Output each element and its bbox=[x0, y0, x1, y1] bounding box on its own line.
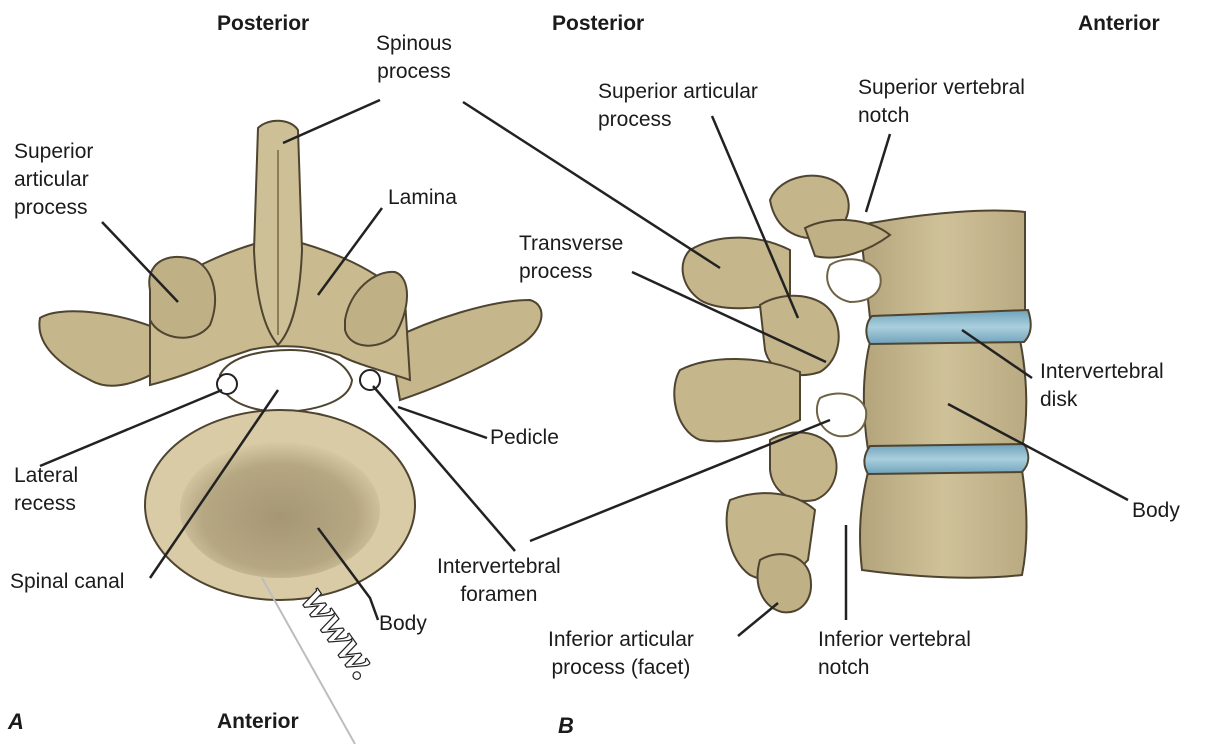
label-superior-vertebral-notch: Superior vertebral notch bbox=[858, 74, 1025, 130]
label-transverse-process: Transverse process bbox=[519, 230, 623, 286]
right-transverse-process bbox=[390, 300, 541, 400]
upper-intervertebral-disk bbox=[866, 310, 1030, 344]
left-superior-articular-process-shape bbox=[149, 257, 215, 338]
label-inferior-articular-process: Inferior articular process (facet) bbox=[548, 626, 694, 682]
panel-a-posterior-heading: Posterior bbox=[217, 10, 309, 38]
label-intervertebral-foramen: Intervertebral foramen bbox=[437, 553, 561, 609]
lower-intervertebral-disk bbox=[864, 444, 1028, 474]
upper-vertebral-body bbox=[860, 211, 1025, 319]
label-superior-articular-process-b: Superior articular process bbox=[598, 78, 758, 134]
panel-b-letter: B bbox=[558, 712, 574, 740]
label-inferior-vertebral-notch: Inferior vertebral notch bbox=[818, 626, 971, 682]
right-foramen-marker bbox=[360, 370, 380, 390]
panel-a-letter: A bbox=[8, 708, 24, 736]
label-superior-articular-process-a: Superior articular process bbox=[14, 138, 93, 222]
label-body-b: Body bbox=[1132, 497, 1180, 525]
label-spinal-canal: Spinal canal bbox=[10, 568, 124, 596]
panel-a-vertebra bbox=[39, 121, 541, 600]
lower-intervertebral-foramen bbox=[817, 394, 866, 437]
label-lateral-recess: Lateral recess bbox=[14, 462, 78, 518]
vertebral-body-center bbox=[180, 442, 380, 578]
panel-b-anterior-heading: Anterior bbox=[1078, 10, 1160, 38]
label-intervertebral-disk: Intervertebral disk bbox=[1040, 358, 1164, 414]
inferior-articular-process-shape bbox=[758, 554, 811, 612]
panel-a-anterior-heading: Anterior bbox=[217, 708, 299, 736]
leader-superior-notch bbox=[866, 134, 890, 212]
lower-vertebral-body bbox=[860, 470, 1027, 578]
label-body-a: Body bbox=[379, 610, 427, 638]
panel-b-spine bbox=[674, 176, 1030, 613]
panel-b-posterior-heading: Posterior bbox=[552, 10, 644, 38]
leader-pedicle bbox=[398, 407, 487, 438]
label-lamina: Lamina bbox=[388, 184, 457, 212]
label-pedicle: Pedicle bbox=[490, 424, 559, 452]
middle-transverse-process bbox=[674, 359, 800, 441]
upper-intervertebral-foramen bbox=[827, 259, 880, 302]
leader-spinous-a bbox=[283, 100, 380, 143]
spinal-canal-opening bbox=[220, 350, 352, 412]
lower-articular-process bbox=[770, 432, 837, 501]
label-spinous-process: Spinous process bbox=[376, 30, 452, 86]
leader-inferior-articular bbox=[738, 603, 778, 636]
